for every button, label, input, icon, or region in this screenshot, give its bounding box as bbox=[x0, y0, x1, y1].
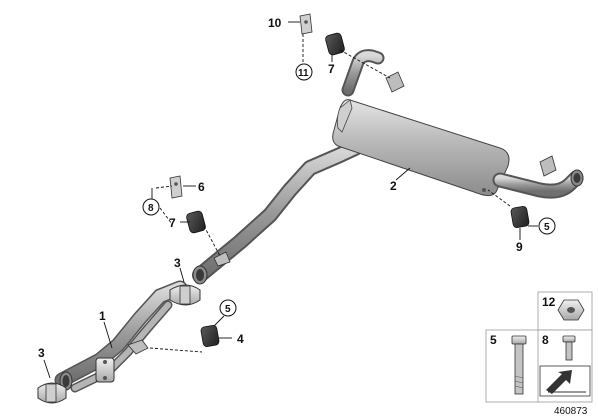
callout-4: 4 bbox=[237, 332, 244, 346]
callout-5-rear-ring bbox=[538, 217, 556, 235]
fastener-legend: 12 5 8 460873 bbox=[485, 291, 593, 417]
legend-label-12: 12 bbox=[542, 295, 556, 309]
callout-5-mid-ring bbox=[219, 299, 237, 317]
nut-icon bbox=[557, 299, 585, 321]
center-pipe bbox=[192, 140, 363, 285]
callout-10: 10 bbox=[268, 16, 282, 30]
bracket-part6 bbox=[169, 175, 183, 199]
callout-7-mid: 7 bbox=[169, 216, 176, 230]
callout-6: 6 bbox=[198, 180, 205, 194]
callout-1: 1 bbox=[99, 309, 106, 323]
callout-2: 2 bbox=[390, 179, 397, 193]
callouts: 10 11 7 2 6 8 7 9 5 3 5 4 1 3 bbox=[38, 16, 556, 360]
callout-7-top: 7 bbox=[328, 62, 335, 76]
bolt-icon bbox=[511, 335, 527, 395]
callout-3-lower: 3 bbox=[38, 346, 45, 360]
clamp-upper bbox=[169, 284, 201, 306]
legend-label-5: 5 bbox=[490, 333, 497, 347]
leader-lines bbox=[43, 21, 538, 379]
rubber-mount-top bbox=[325, 32, 345, 56]
reference-number: 460873 bbox=[554, 406, 588, 417]
callout-8-ring bbox=[142, 198, 160, 216]
screw-icon bbox=[562, 335, 576, 361]
callout-5-rear: 5 bbox=[544, 222, 550, 233]
rear-muffler bbox=[332, 49, 584, 199]
callout-11: 11 bbox=[298, 68, 309, 79]
callout-5-mid: 5 bbox=[225, 304, 231, 315]
callout-11-ring bbox=[295, 63, 313, 81]
clamp-lower bbox=[37, 382, 67, 404]
direction-arrow-icon bbox=[539, 365, 591, 397]
rubber-mount-part4 bbox=[200, 324, 220, 348]
callout-8: 8 bbox=[148, 203, 154, 214]
callout-9: 9 bbox=[516, 240, 523, 254]
rubber-mount-mid bbox=[186, 210, 206, 234]
callout-3-upper: 3 bbox=[174, 256, 181, 270]
bracket-part10 bbox=[299, 13, 313, 35]
rubber-mount-rear bbox=[510, 205, 530, 229]
front-pipe bbox=[54, 280, 188, 393]
legend-label-8: 8 bbox=[542, 333, 549, 347]
